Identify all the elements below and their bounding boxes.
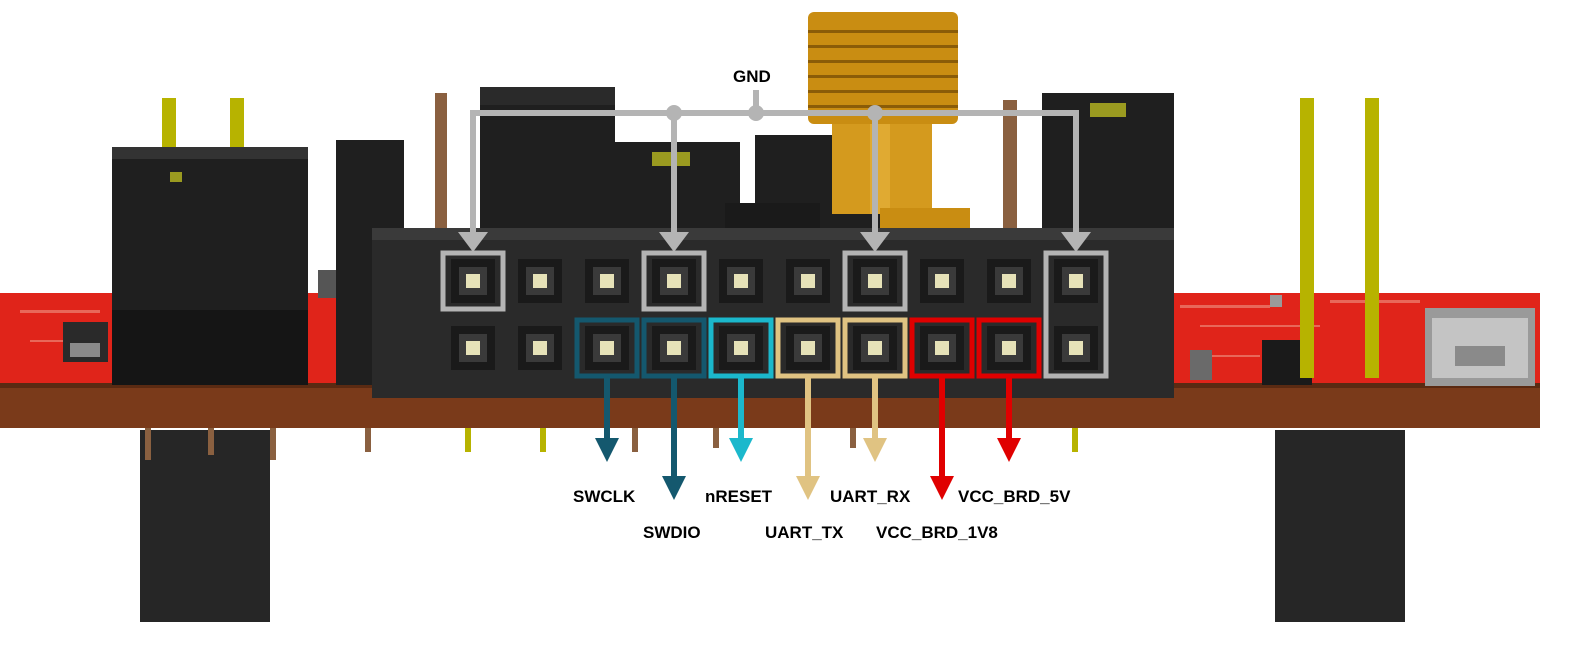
- signal-arrow: [796, 476, 820, 500]
- signal-arrow: [863, 438, 887, 462]
- gnd-junction: [666, 105, 682, 121]
- usb-connector: [1425, 308, 1535, 386]
- sma-connector: [808, 12, 970, 228]
- bottom-connector-left: [140, 430, 270, 622]
- smd-component: [1190, 350, 1212, 380]
- left-header-pins: [162, 98, 244, 150]
- label-uart-tx: UART_TX: [765, 523, 844, 542]
- signal-arrow: [930, 476, 954, 500]
- gnd-junction: [867, 105, 883, 121]
- label-uart-rx: UART_RX: [830, 487, 911, 506]
- label-gnd: GND: [733, 67, 771, 86]
- label-vcc-1v8: VCC_BRD_1V8: [876, 523, 998, 542]
- label-swclk: SWCLK: [573, 487, 636, 506]
- gnd-junction: [748, 105, 764, 121]
- signal-arrow: [729, 438, 753, 462]
- signal-arrow: [662, 476, 686, 500]
- label-vcc-5v: VCC_BRD_5V: [958, 487, 1071, 506]
- signal-arrow: [595, 438, 619, 462]
- signal-arrow: [997, 438, 1021, 462]
- label-nreset: nRESET: [705, 487, 773, 506]
- bottom-connector-right: [1275, 430, 1405, 622]
- label-swdio: SWDIO: [643, 523, 701, 542]
